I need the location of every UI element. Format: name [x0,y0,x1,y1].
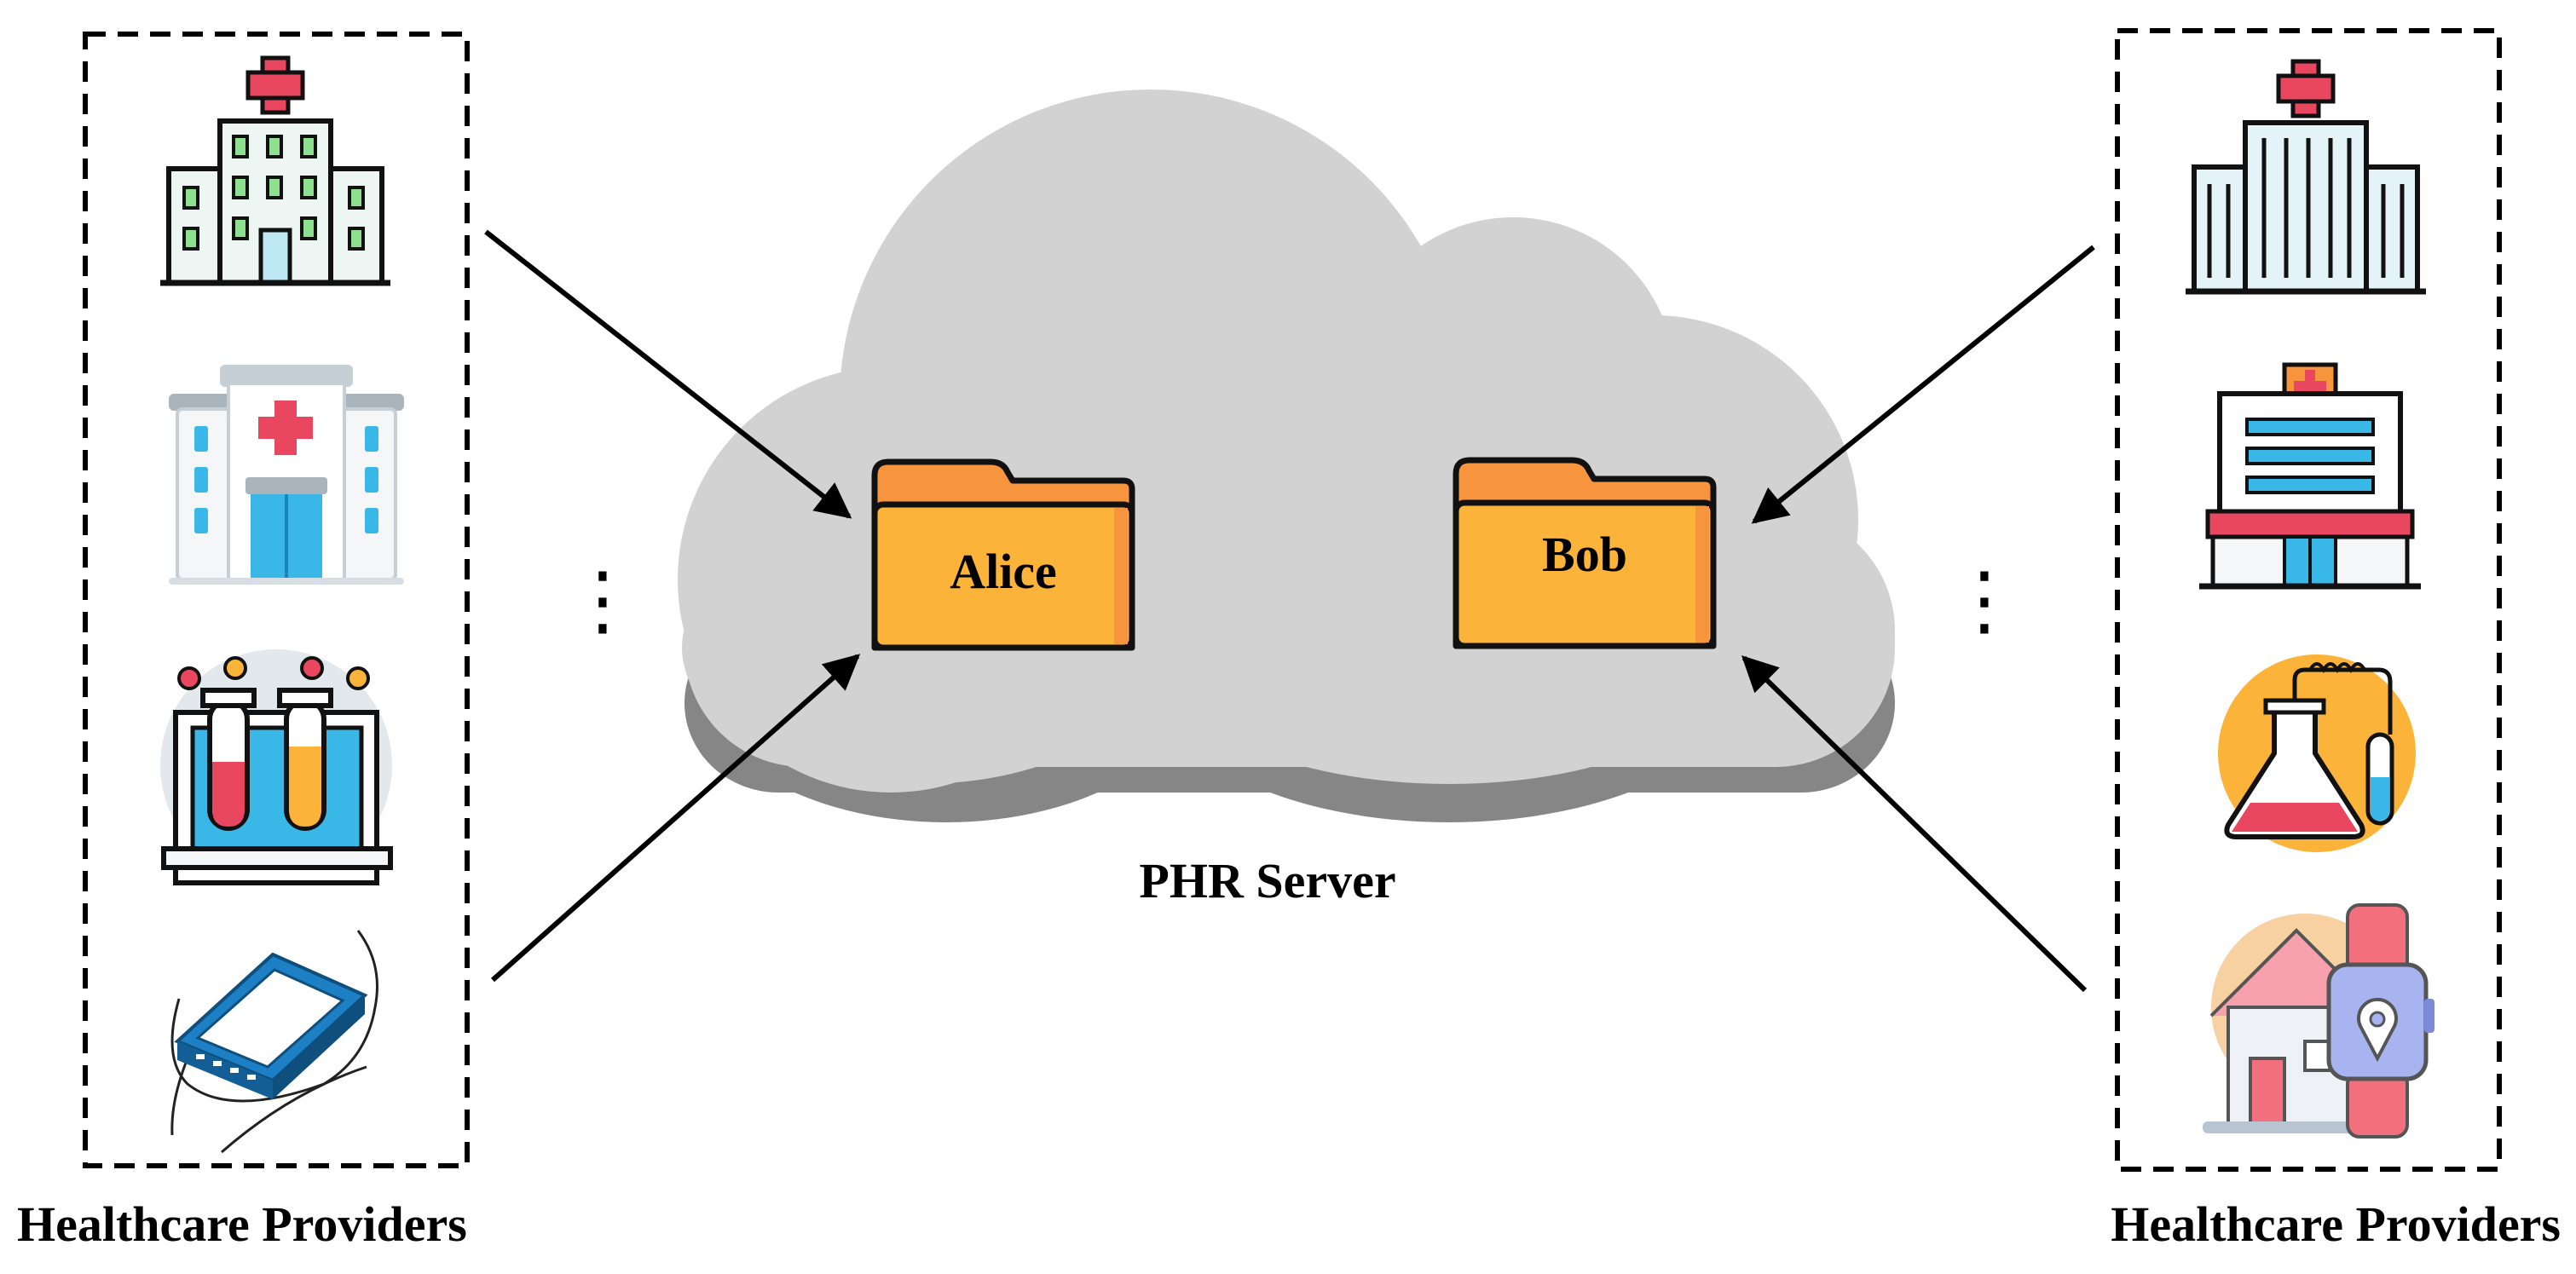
provider-group-left: ⋮ Healthcare Providers [17,32,641,1252]
phr-server-label: PHR Server [1139,853,1395,908]
folder-alice[interactable]: Alice [871,458,1135,651]
hospital-building-icon [160,55,390,286]
pharmacy-clinic-icon [2199,362,2421,590]
arrow-right-bottom [1741,655,2088,993]
dashed-box-right [2115,28,2502,1172]
ellipsis-right: ⋮ [1946,556,2023,645]
arrow-right-top [1751,245,2095,524]
arrows [484,229,2095,993]
ellipsis-left: ⋮ [564,556,641,645]
caption-left: Healthcare Providers [17,1196,467,1252]
cloud-body [678,89,1895,793]
office-tower-hospital-icon [2186,59,2426,295]
folder-label-bob: Bob [1542,527,1627,582]
phr-server-cloud [678,89,1895,822]
lab-test-tubes-icon [160,649,393,885]
folder-label-alice: Alice [950,544,1057,599]
clinic-building-icon [169,365,404,585]
folder-bob[interactable]: Bob [1453,457,1717,649]
provider-group-right: ⋮ Healthcare Providers [1946,28,2561,1252]
lab-flask-icon [2218,654,2416,852]
dashed-box-left [83,32,470,1168]
arrow-left-bottom [491,654,861,983]
arrow-left-top [484,229,852,519]
hand-held-device-icon [170,930,378,1154]
home-smartwatch-icon [2203,903,2434,1139]
caption-right: Healthcare Providers [2111,1196,2561,1252]
